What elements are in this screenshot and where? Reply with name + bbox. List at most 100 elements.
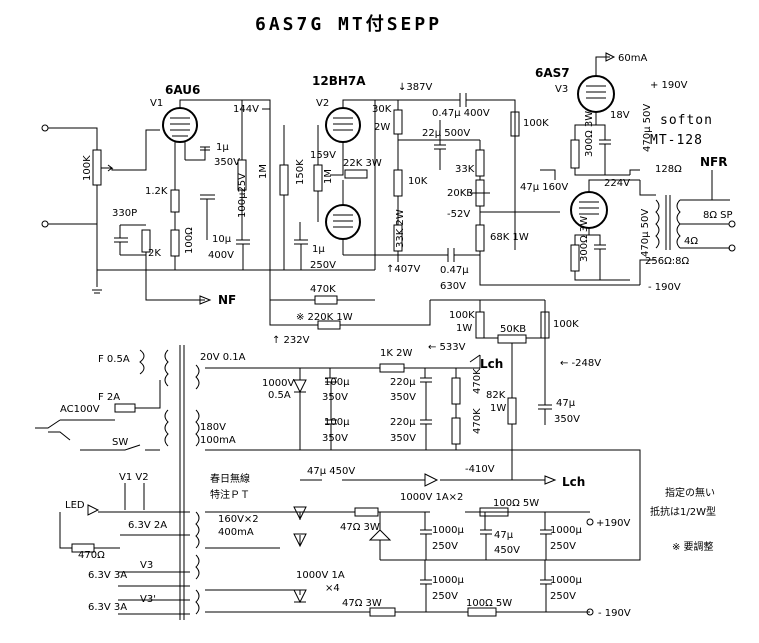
r100k-b-label: 100K: [523, 118, 549, 129]
d1000v1a4-x-label: ×4: [325, 583, 340, 594]
decoupling-1: 1M 10μ 400V: [208, 100, 269, 270]
r20kb-label: 20KB: [447, 188, 473, 199]
c1000-4-label: 1000μ: [550, 575, 582, 586]
v410: -410V: [465, 464, 495, 475]
c220-1-v-label: 350V: [390, 392, 416, 403]
c47u160-label: 47μ 160V: [520, 182, 568, 193]
tap2-label: 180V: [200, 422, 226, 433]
v190a: + 190V: [650, 80, 688, 91]
v190d: - 190V: [598, 608, 631, 619]
c047b-label: 0.47μ: [440, 265, 469, 276]
r22k-label: 22K 3W: [343, 158, 382, 169]
ohm4-label: 4Ω: [684, 236, 698, 247]
c47u350-label: 47μ: [556, 398, 576, 409]
tube-v2: 12BH7A V2: [312, 74, 376, 270]
v190b: - 190V: [648, 282, 681, 293]
r100k1w-label: 100K: [449, 310, 475, 321]
pot-label: 100K: [82, 155, 93, 181]
power-transformer: 20V 0.1A 180V 100mA 春日無線 特注ＰＴ 160V×2 400…: [164, 345, 259, 620]
c1000-2-v-label: 250V: [550, 541, 576, 552]
v2-ref: V2: [316, 98, 329, 109]
model-name: MT-128: [650, 133, 703, 148]
r300-label: 300Ω 3W: [584, 111, 595, 157]
r47b-label: 47Ω 3W: [342, 598, 382, 609]
c470u-label: 470μ 50V: [642, 104, 653, 152]
ohm128: 128Ω: [655, 164, 682, 175]
filter-caps-lv: 1000μ 250V 47μ 450V 1000μ 250V: [380, 512, 640, 561]
v52: -52V: [447, 209, 470, 220]
c22u-label: 22μ 500V: [422, 128, 470, 139]
filter-caps-hv: 100μ 350V 100μ 350V 220μ 350V 220μ 350V …: [300, 368, 641, 561]
tap3b-label: 400mA: [218, 527, 254, 538]
c470u-b-label: 470μ 50V: [640, 209, 651, 257]
c1000-3-v-label: 250V: [432, 591, 458, 602]
c47u350-v-label: 350V: [554, 414, 580, 425]
input-terminal-gnd: [41, 220, 49, 228]
d1000v-label: 1000V: [262, 378, 294, 389]
tap1-label: 20V 0.1A: [200, 352, 246, 363]
c47u450-label: 47μ 450V: [307, 466, 355, 477]
ratio-label: 256Ω:8Ω: [645, 256, 689, 267]
c047b-v-label: 630V: [440, 281, 466, 292]
c1u-v-label: 350V: [214, 157, 240, 168]
v144: 144V: [233, 104, 259, 115]
note-line1: 指定の無い: [665, 486, 715, 499]
r50kb-label: 50KB: [500, 324, 526, 335]
tap3-label: 160V×2: [218, 514, 259, 525]
ac-label: AC100V: [60, 404, 100, 415]
v190c: +190V: [596, 518, 630, 529]
r470k1-label: 470K: [472, 368, 483, 394]
v18: 18V: [610, 110, 630, 121]
c220-1-label: 220μ: [390, 377, 416, 388]
brand-name: softon: [660, 113, 713, 128]
d1000v-a-label: 0.5A: [268, 390, 291, 401]
v3-type: 6AS7: [535, 66, 570, 80]
output-transformer: 128Ω 8Ω SP 4Ω 256Ω:8Ω NFR: [645, 155, 736, 267]
v224: 224V: [604, 178, 630, 189]
c10u-label: 10μ: [212, 234, 232, 245]
note-line2: 抵抗は1/2W型: [650, 505, 716, 518]
d1000v1a2-label: 1000V 1A×2: [400, 492, 463, 503]
r1k2w-label: 1K 2W: [380, 348, 412, 359]
volume-pot: [92, 149, 102, 186]
led-label: LED: [65, 500, 85, 511]
v387: ↓387V: [398, 82, 432, 93]
schematic-title: 6AS7G MT付SEPP: [255, 13, 442, 35]
nfr-label: NFR: [700, 155, 727, 169]
v1v2-label: V1 V2: [119, 472, 149, 483]
r47-label: 47Ω 3W: [340, 522, 380, 533]
r12k-label: 1.2K: [145, 186, 168, 197]
c1000-2-label: 1000μ: [550, 525, 582, 536]
r150k-label: 150K: [295, 159, 306, 185]
c1u250-v-label: 250V: [310, 260, 336, 271]
r82k-w-label: 1W: [490, 403, 506, 414]
r33k2w-label: 33K 2W: [395, 209, 406, 248]
v248: ← -248V: [560, 358, 601, 369]
sw-label: SW: [112, 437, 128, 448]
c1u-label: 1μ: [216, 142, 229, 153]
v533: ← 533V: [428, 342, 466, 353]
r100k-c-label: 100K: [553, 319, 579, 330]
r33k-label: 33K: [455, 164, 475, 175]
v2-type: 12BH7A: [312, 74, 366, 88]
h2-label: 6.3V 3A: [88, 570, 127, 581]
heater-section: V1 V2 LED 470Ω 6.3V 2A V3 6.3V 3A V3' 6.…: [59, 472, 190, 615]
lch-label: Lch: [480, 357, 503, 371]
r68k-label: 68K 1W: [490, 232, 529, 243]
nf-label: NF: [218, 293, 236, 307]
c220-2-label: 220μ: [390, 417, 416, 428]
ground-symbol: [92, 270, 102, 294]
v232: ↑ 232V: [272, 335, 310, 346]
c100-2-v-label: 350V: [322, 433, 348, 444]
c1000-4-v-label: 250V: [550, 591, 576, 602]
c10u-v-label: 400V: [208, 250, 234, 261]
h1-label: 6.3V 2A: [128, 520, 167, 531]
r30k-label: 30K: [372, 104, 392, 115]
fuse2-label: F 2A: [98, 392, 120, 403]
r1m-a-label: 1M: [258, 164, 269, 179]
c1u250-label: 1μ: [312, 244, 325, 255]
r470k-label: 470K: [310, 284, 336, 295]
fuse-section: F 0.5A F 2A AC100V SW: [35, 349, 161, 451]
c100-2-label: 100μ: [324, 417, 350, 428]
